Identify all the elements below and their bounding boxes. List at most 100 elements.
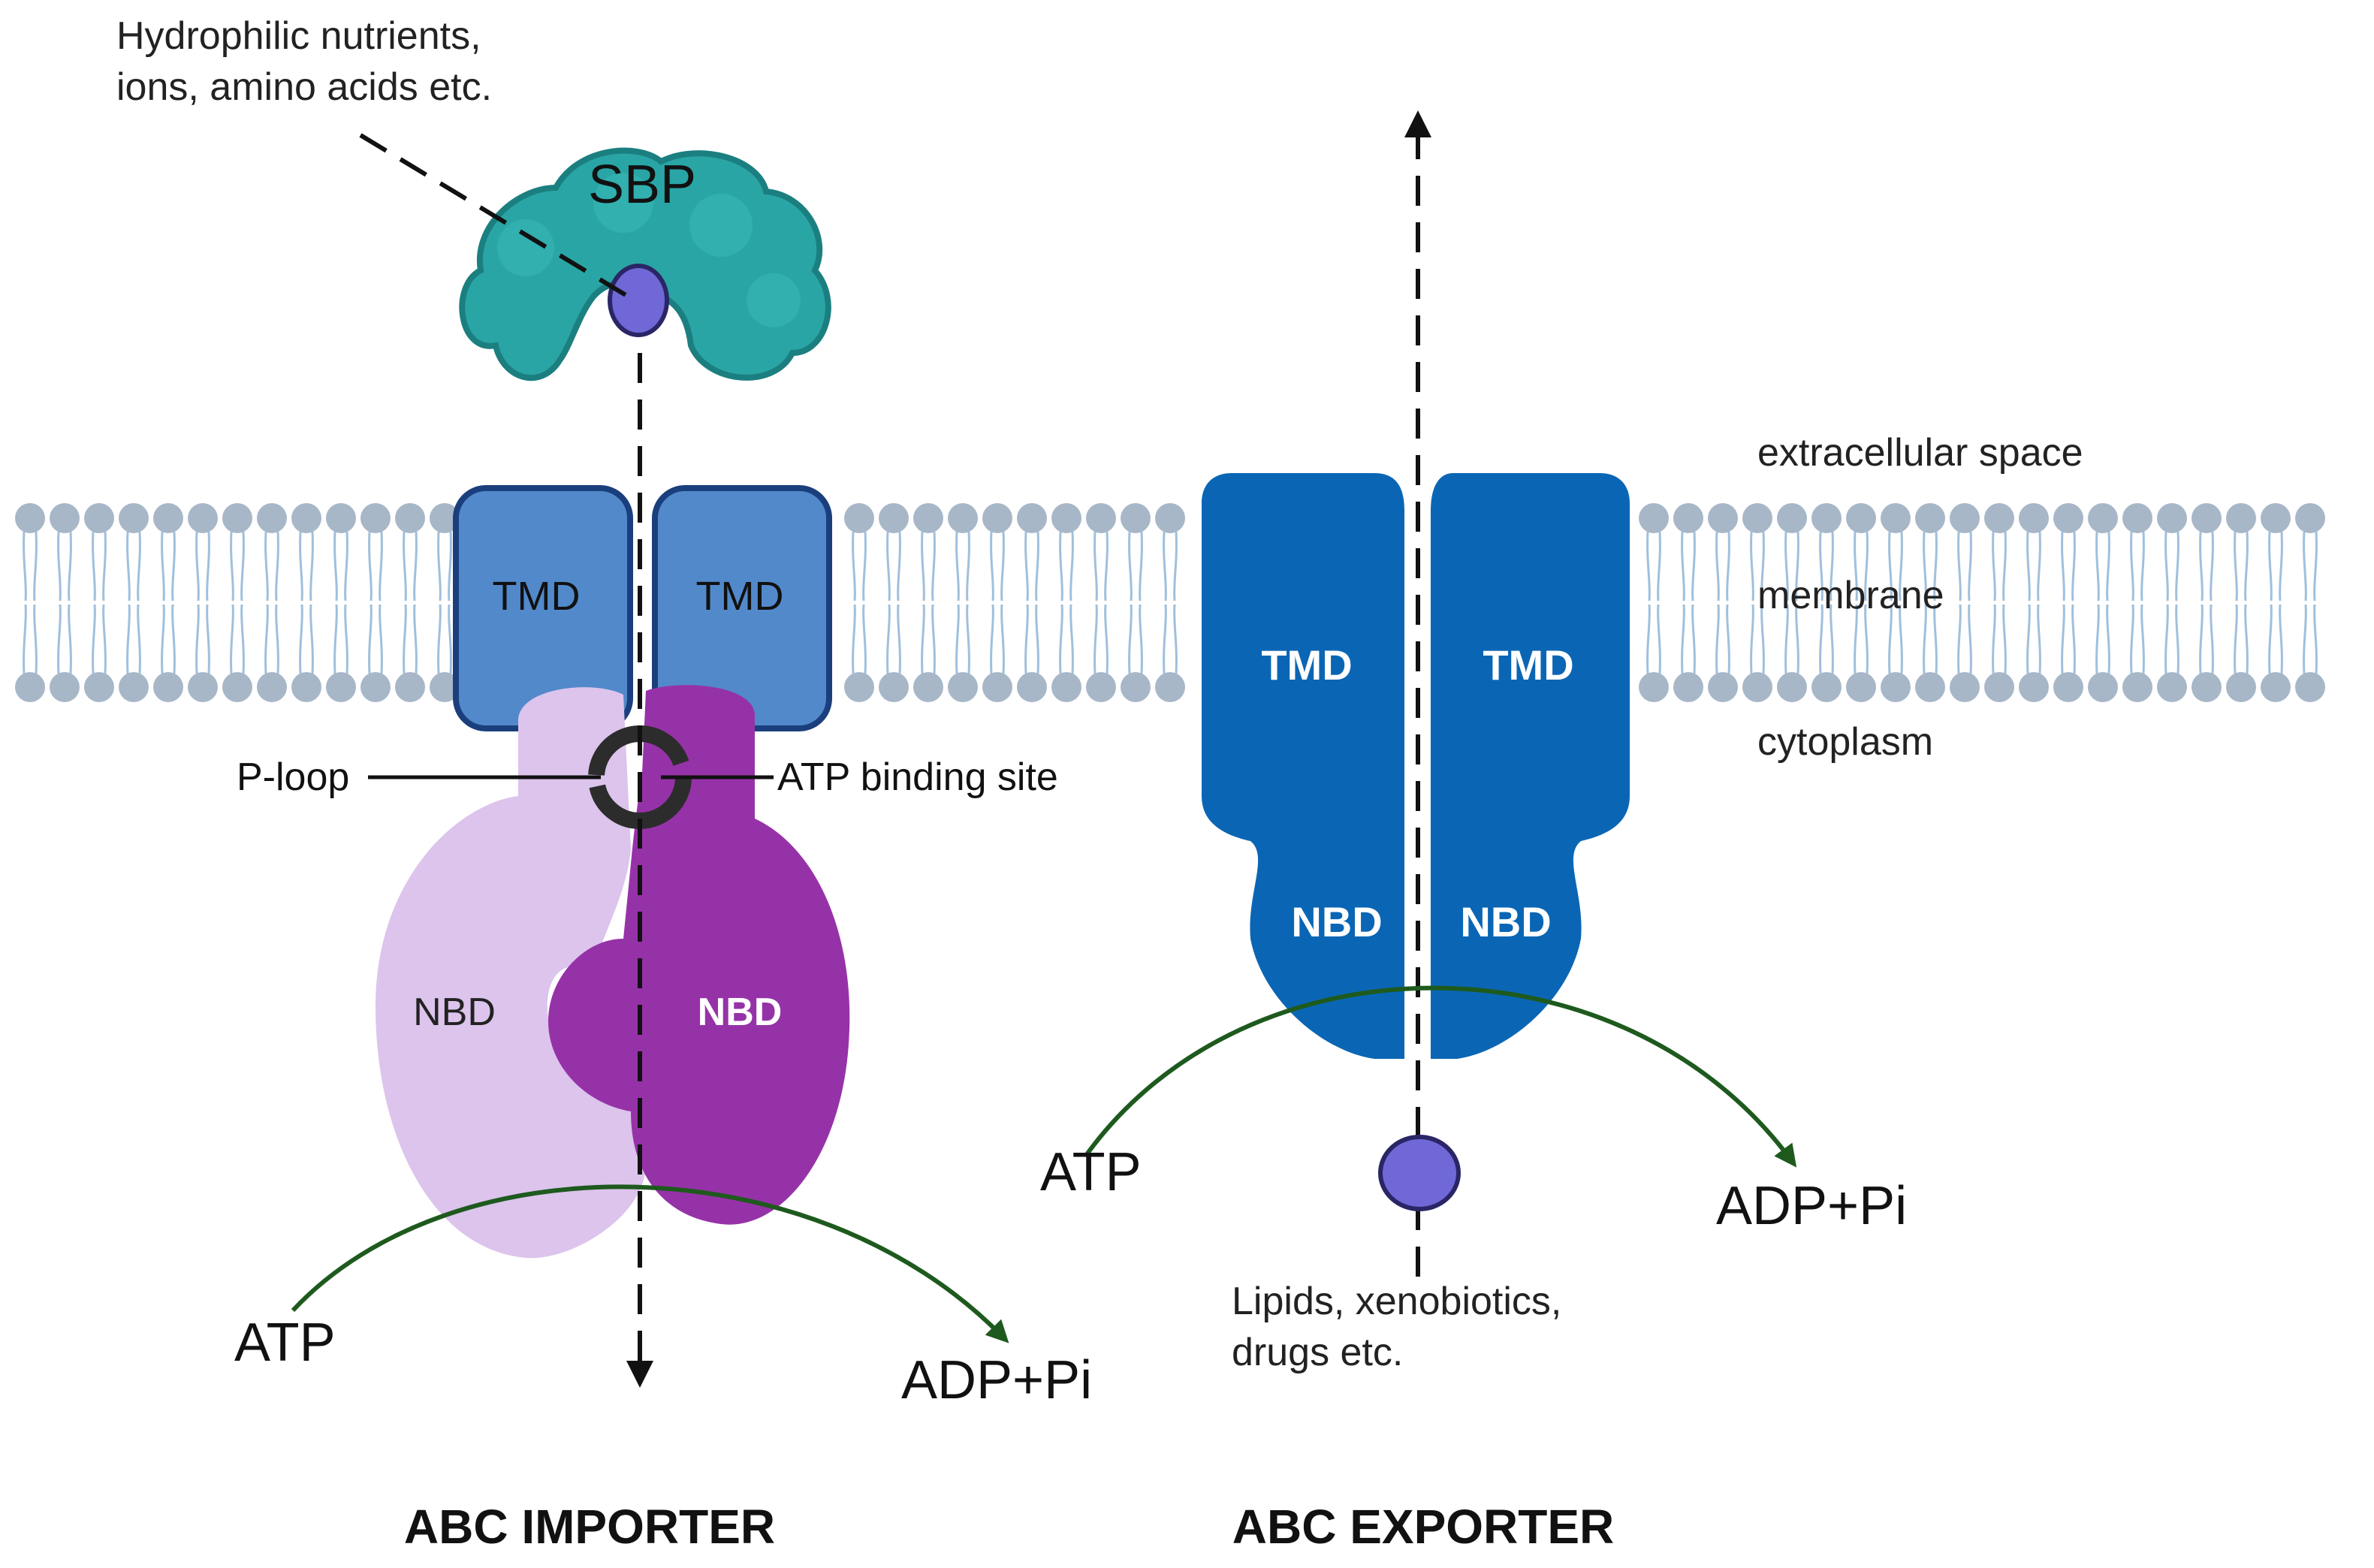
- lipid-head: [1121, 503, 1151, 533]
- lipid-head: [1950, 672, 1980, 702]
- lipid-head: [879, 672, 909, 702]
- lipid-head: [1984, 503, 2014, 533]
- lipid-tails: [886, 531, 901, 674]
- lipid-tails: [2268, 531, 2283, 674]
- lipid-head: [2122, 672, 2152, 702]
- tmd-importer-left-label: TMD: [493, 574, 581, 619]
- atp-binding-site-label: ATP binding site: [777, 755, 1058, 799]
- lipid-head: [291, 503, 321, 533]
- lipid-head: [1846, 503, 1876, 533]
- exported-substrate-molecule: [1378, 1135, 1461, 1211]
- atp-label-exporter: ATP: [1040, 1142, 1142, 1202]
- importer-substrate-line-1: Hydrophilic nutrients,: [116, 14, 481, 58]
- lipid-head: [1881, 503, 1911, 533]
- atp-hydrolysis-arrow-importer: [291, 1184, 1009, 1343]
- lipid-head: [1086, 503, 1116, 533]
- lipid-tails: [1819, 531, 1834, 674]
- lipid-head: [153, 672, 183, 702]
- lipid-tails: [1646, 531, 1661, 674]
- lipid-head: [50, 672, 80, 702]
- lipid-head: [326, 503, 356, 533]
- substrate-pointer-line: [359, 133, 636, 303]
- lipid-tails: [1992, 531, 2007, 674]
- lipid-head: [119, 672, 149, 702]
- lipid-head: [1708, 503, 1738, 533]
- lipid-head: [326, 672, 356, 702]
- lipid-head: [222, 672, 252, 702]
- lipid-head: [948, 503, 978, 533]
- lipid-head: [1155, 503, 1185, 533]
- lipid-head: [188, 672, 218, 702]
- lipid-tails: [299, 531, 314, 674]
- exporter-substrate-text: Lipids, xenobiotics, drugs etc.: [1232, 1280, 1573, 1374]
- lipid-head: [222, 503, 252, 533]
- membrane-label: membrane: [1757, 574, 1944, 617]
- sbp-label: SBP: [588, 155, 696, 215]
- lipid-head: [1017, 672, 1047, 702]
- lipid-tails: [921, 531, 936, 674]
- nbd-importer-light: [376, 687, 646, 1259]
- lipid-tails: [1888, 531, 1903, 674]
- lipid-head: [257, 503, 287, 533]
- lipid-head: [2192, 503, 2222, 533]
- adp-pi-label-exporter: ADP+Pi: [1716, 1176, 1907, 1236]
- lipid-head: [360, 672, 391, 702]
- atp-label-importer: ATP: [234, 1313, 336, 1373]
- lipid-tails: [990, 531, 1005, 674]
- lipid-head: [430, 672, 460, 702]
- lipid-head: [395, 672, 425, 702]
- lipid-head: [119, 503, 149, 533]
- lipid-tails: [955, 531, 970, 674]
- lipid-head: [913, 503, 943, 533]
- lipid-tails: [2026, 531, 2041, 674]
- lipid-head: [2019, 503, 2049, 533]
- lipid-tails: [1163, 531, 1178, 674]
- lipid-bilayer-membrane: [15, 503, 2325, 702]
- lipid-head: [291, 672, 321, 702]
- lipid-tails: [23, 531, 38, 674]
- lipid-head: [153, 503, 183, 533]
- lipid-head: [879, 503, 909, 533]
- lipid-head: [84, 672, 114, 702]
- lipid-tails: [2130, 531, 2145, 674]
- imported-substrate-molecule: [608, 264, 669, 337]
- lipid-tails: [57, 531, 72, 674]
- nbd-importer-dark-label: NBD: [698, 991, 783, 1034]
- exporter-substrate-line-2: drugs etc.: [1232, 1331, 1403, 1374]
- nbd-exporter-left-label: NBD: [1291, 898, 1382, 945]
- lipid-head: [2157, 503, 2187, 533]
- lipid-head: [1984, 672, 2014, 702]
- lipid-head: [360, 503, 391, 533]
- lipid-tails: [230, 531, 245, 674]
- nbd-importer-light-label: NBD: [413, 991, 496, 1034]
- p-loop-label: P-loop: [237, 755, 349, 799]
- lipid-head: [1708, 672, 1738, 702]
- lipid-tails: [1784, 531, 1799, 674]
- lipid-tails: [2234, 531, 2249, 674]
- lipid-head: [1811, 672, 1842, 702]
- lipid-head: [1121, 672, 1151, 702]
- lipid-head: [1811, 503, 1842, 533]
- lipid-tails: [1854, 531, 1869, 674]
- lipid-head: [844, 503, 874, 533]
- importer-title: ABC IMPORTER: [404, 1500, 775, 1554]
- lipid-head: [982, 672, 1012, 702]
- lipid-tails: [126, 531, 141, 674]
- lipid-head: [2053, 503, 2083, 533]
- lipid-tails: [1093, 531, 1109, 674]
- lipid-tails: [2199, 531, 2214, 674]
- lipid-head: [2122, 503, 2152, 533]
- lipid-tails: [195, 531, 210, 674]
- lipid-tails: [437, 531, 452, 674]
- substrate-binding-protein: SBP: [459, 147, 831, 381]
- lipid-head: [1673, 503, 1703, 533]
- lipid-head: [257, 672, 287, 702]
- lipid-head: [50, 503, 80, 533]
- tmd-exporter-right-label: TMD: [1483, 641, 1573, 689]
- atp-hydrolysis-arrow-exporter: [1083, 985, 1797, 1168]
- lipid-head: [84, 503, 114, 533]
- lipid-head: [1639, 672, 1669, 702]
- lipid-tails: [1750, 531, 1765, 674]
- lipid-head: [948, 672, 978, 702]
